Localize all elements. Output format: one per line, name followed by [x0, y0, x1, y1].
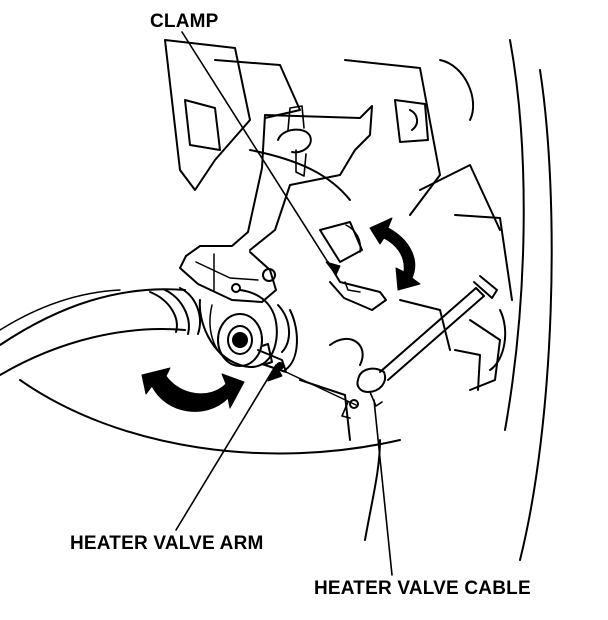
heater-hose — [0, 287, 201, 376]
clamp-leader — [181, 31, 337, 276]
heater-valve-cable-leader — [373, 399, 393, 576]
motion-arrows — [141, 217, 421, 412]
left-rotation-arrow-icon — [141, 367, 245, 412]
clamp-label: CLAMP — [150, 11, 219, 32]
leader-lines — [175, 31, 393, 576]
heater-valve-arm-label: HEATER VALVE ARM — [70, 533, 264, 554]
mounting-bracket — [179, 105, 373, 353]
engine-background — [19, 39, 553, 561]
heater-valve-body — [198, 289, 278, 368]
clamp — [319, 221, 387, 311]
heater-valve-cable-label: HEATER VALVE CABLE — [314, 578, 531, 599]
heater-valve-arm — [257, 343, 287, 373]
heater-valve-cable — [285, 275, 498, 419]
right-rotation-arrow-icon — [369, 217, 421, 291]
heater-valve-arm-leader — [175, 364, 277, 531]
